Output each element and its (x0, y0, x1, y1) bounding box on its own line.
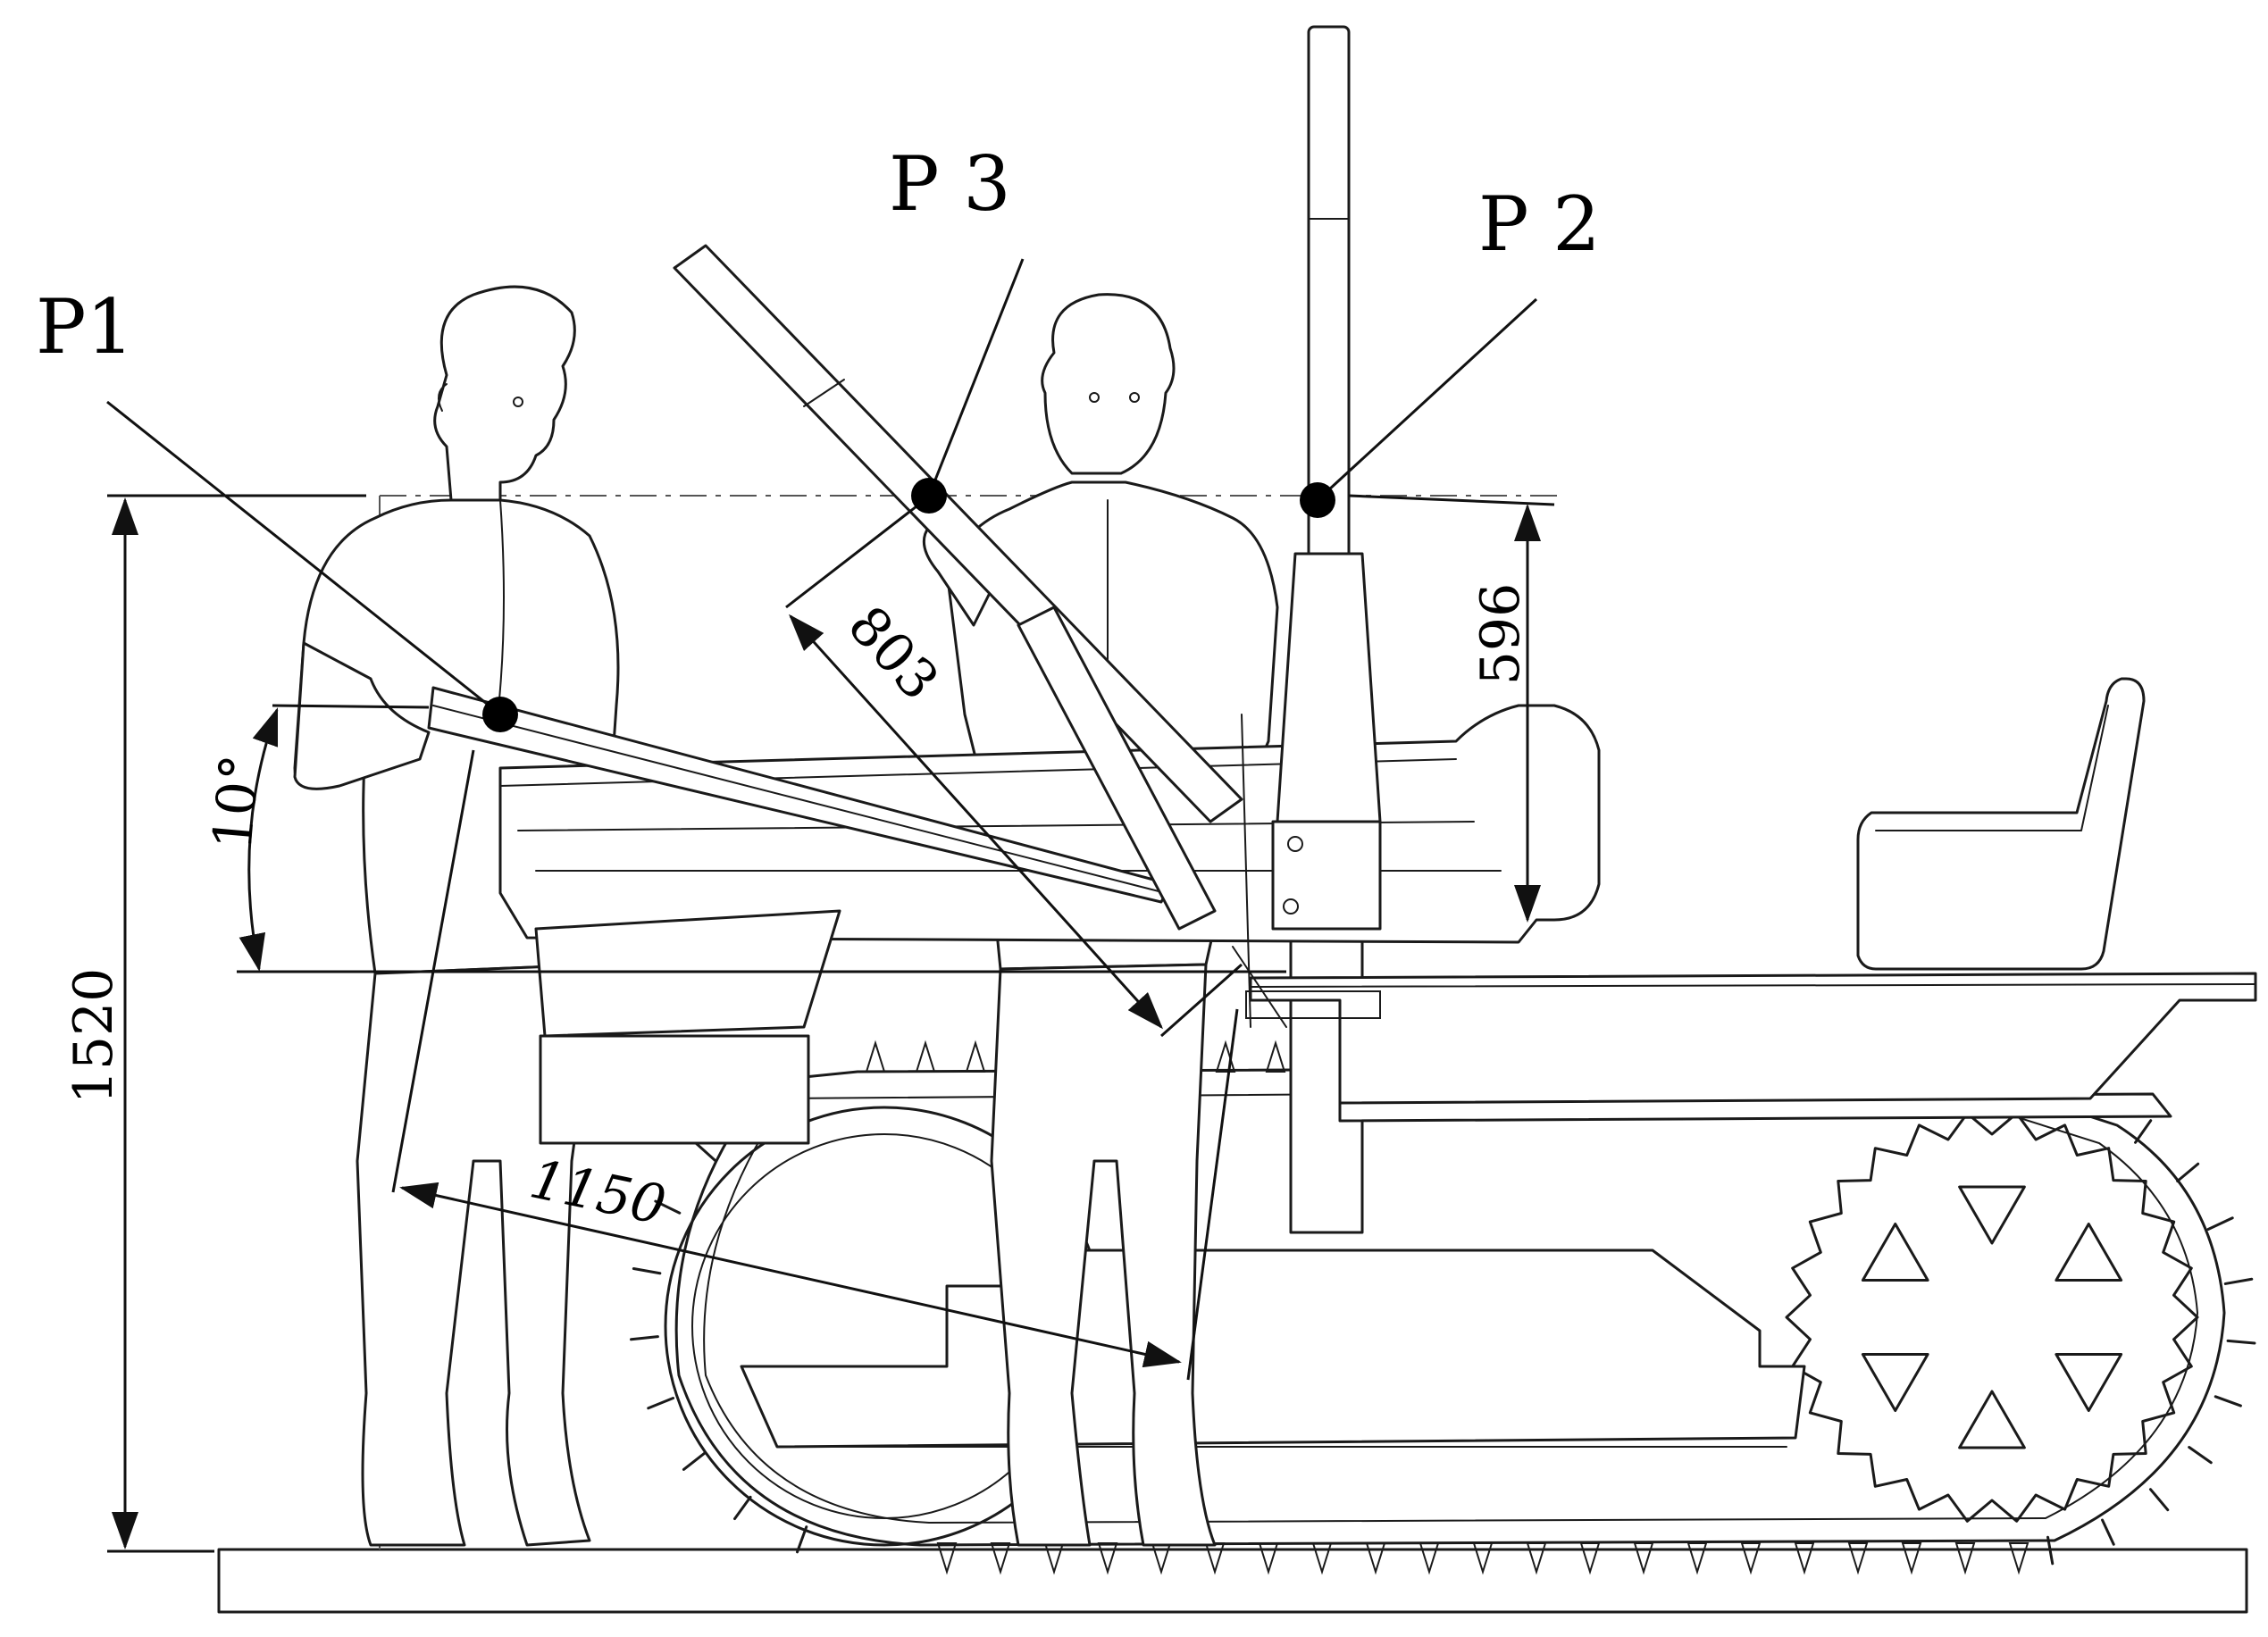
track-spike (1265, 1040, 1286, 1073)
track-spike (1472, 1542, 1494, 1575)
track-spike (865, 1040, 886, 1073)
sprocket-hole (2055, 1223, 2123, 1282)
track-spike (1258, 1542, 1279, 1575)
track-spike (693, 1140, 716, 1162)
operator-seat (1856, 677, 2146, 971)
track-spike (2223, 1277, 2254, 1285)
track-spike (1419, 1542, 1440, 1575)
sprocket-hole (1958, 1390, 2026, 1449)
dimension-tilt-label: 10° (202, 752, 272, 852)
track-spike (965, 1040, 986, 1073)
marker-p3 (911, 478, 947, 514)
point-p2: P 2 (1300, 180, 1601, 518)
dimension-span: 596 (1348, 494, 1555, 923)
sprocket-hole (2055, 1353, 2123, 1412)
point-p1: P1 (36, 283, 518, 732)
sprocket-hole (1958, 1185, 2026, 1245)
track-spike (1633, 1542, 1654, 1575)
track-spike (2206, 1216, 2234, 1231)
track-spike (1311, 1542, 1333, 1575)
marker-p1 (482, 697, 518, 732)
track-spike (936, 1542, 958, 1575)
track-spike (1847, 1542, 1869, 1575)
label-p1: P1 (36, 283, 134, 371)
track-spike (915, 1040, 936, 1073)
track-spike (2134, 1119, 2153, 1144)
dimension-height: 1520 (63, 494, 366, 1553)
machine-deck (1245, 972, 2257, 1105)
track-spike (2046, 1535, 2055, 1566)
dimension-span-label: 596 (1469, 583, 1532, 686)
track-spike (1365, 1542, 1386, 1575)
label-p3: P 3 (889, 140, 1011, 228)
track-spike (1204, 1542, 1226, 1575)
label-p2: P 2 (1478, 180, 1601, 268)
track-spike (2008, 1542, 2029, 1575)
track-spike (2176, 1162, 2200, 1183)
track-spike (632, 1267, 662, 1275)
track-spike (1151, 1542, 1172, 1575)
track-spike (2214, 1395, 2242, 1407)
track-spike (2226, 1339, 2256, 1345)
track-spike (732, 1495, 752, 1521)
track-spike (1954, 1542, 1976, 1575)
dimension-height-label: 1520 (63, 968, 125, 1105)
track-spike (2101, 1518, 2115, 1546)
ground-plate (217, 1548, 2248, 1614)
post-p2 (1232, 25, 1382, 1028)
drive-sprocket (1785, 1112, 2199, 1523)
point-p3: P 3 (889, 140, 1025, 514)
track-spike (1043, 1542, 1065, 1575)
track-spike (2188, 1446, 2213, 1465)
track-spike (1686, 1542, 1708, 1575)
track-spike (682, 1451, 707, 1471)
track-spike (1097, 1542, 1118, 1575)
track-spike (2148, 1488, 2170, 1512)
dimension-reach-label: 803 (836, 595, 951, 713)
sprocket-hole (1861, 1223, 1929, 1282)
track-spike (647, 1397, 675, 1410)
marker-p2 (1300, 482, 1335, 518)
track-spike (1740, 1542, 1762, 1575)
track-spike (990, 1542, 1011, 1575)
track-spike (1579, 1542, 1601, 1575)
track-spike (1794, 1542, 1815, 1575)
track-spike (630, 1335, 659, 1341)
sprocket-hole (1861, 1353, 1929, 1412)
track-spike (1901, 1542, 1922, 1575)
track-spike (1526, 1542, 1547, 1575)
